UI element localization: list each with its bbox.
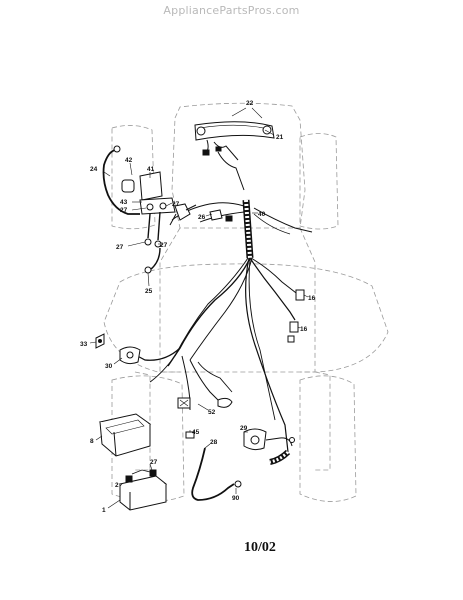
ignition-switch (119, 346, 141, 365)
callout-27-a: 27 (120, 207, 128, 214)
starter-assembly (243, 428, 295, 451)
right-front-wheel-outline (299, 133, 339, 230)
callout-90: 90 (232, 495, 240, 502)
main-harness (129, 199, 313, 465)
callout-42: 42 (125, 157, 133, 164)
callout-26: 26 (198, 214, 206, 221)
right-rear-wheel-outline (299, 375, 357, 502)
headlight-assembly (194, 121, 275, 191)
seat-switch-connectors (177, 397, 233, 439)
watermark: AppliancePartsPros.com (163, 4, 300, 17)
left-rear-wheel-outline (111, 375, 185, 502)
left-front-wheel-outline (111, 125, 156, 230)
callout-27-b: 27 (172, 201, 180, 208)
tractor-outline (103, 102, 389, 502)
callout-45: 45 (192, 429, 200, 436)
callout-1: 1 (102, 507, 106, 514)
callout-40: 40 (258, 211, 266, 218)
hood-outline (171, 102, 306, 229)
callout-16-b: 16 (300, 326, 308, 333)
callout-29: 29 (240, 425, 248, 432)
callout-30: 30 (105, 363, 113, 370)
callout-21: 21 (276, 134, 284, 141)
ground-wire (102, 145, 140, 215)
rear-axle-outline (134, 371, 331, 471)
callout-labels: 22 21 24 42 41 43 27 27 27 27 26 40 25 1… (80, 100, 316, 514)
callout-43: 43 (120, 199, 128, 206)
battery (118, 469, 168, 511)
battery-cable (191, 447, 242, 501)
revision-date: 10/02 (244, 540, 276, 555)
callout-27-e: 27 (150, 459, 158, 466)
battery-box (98, 413, 152, 457)
bracket (95, 333, 105, 349)
callout-16-a: 16 (308, 295, 316, 302)
callout-25: 25 (145, 288, 153, 295)
callout-27-d: 27 (160, 242, 168, 249)
frame-outline (159, 227, 316, 373)
callout-28: 28 (210, 439, 218, 446)
callout-24: 24 (90, 166, 98, 173)
callout-8: 8 (90, 438, 94, 445)
right-components (209, 209, 305, 343)
leader-lines (89, 107, 309, 509)
callout-33: 33 (80, 341, 88, 348)
callout-2: 2 (115, 482, 119, 489)
callout-27-c: 27 (116, 244, 124, 251)
seat-deck-outline (103, 263, 389, 373)
callout-41: 41 (147, 166, 155, 173)
callout-52: 52 (208, 409, 216, 416)
callout-22: 22 (246, 100, 254, 107)
solenoid-assembly (121, 171, 197, 274)
